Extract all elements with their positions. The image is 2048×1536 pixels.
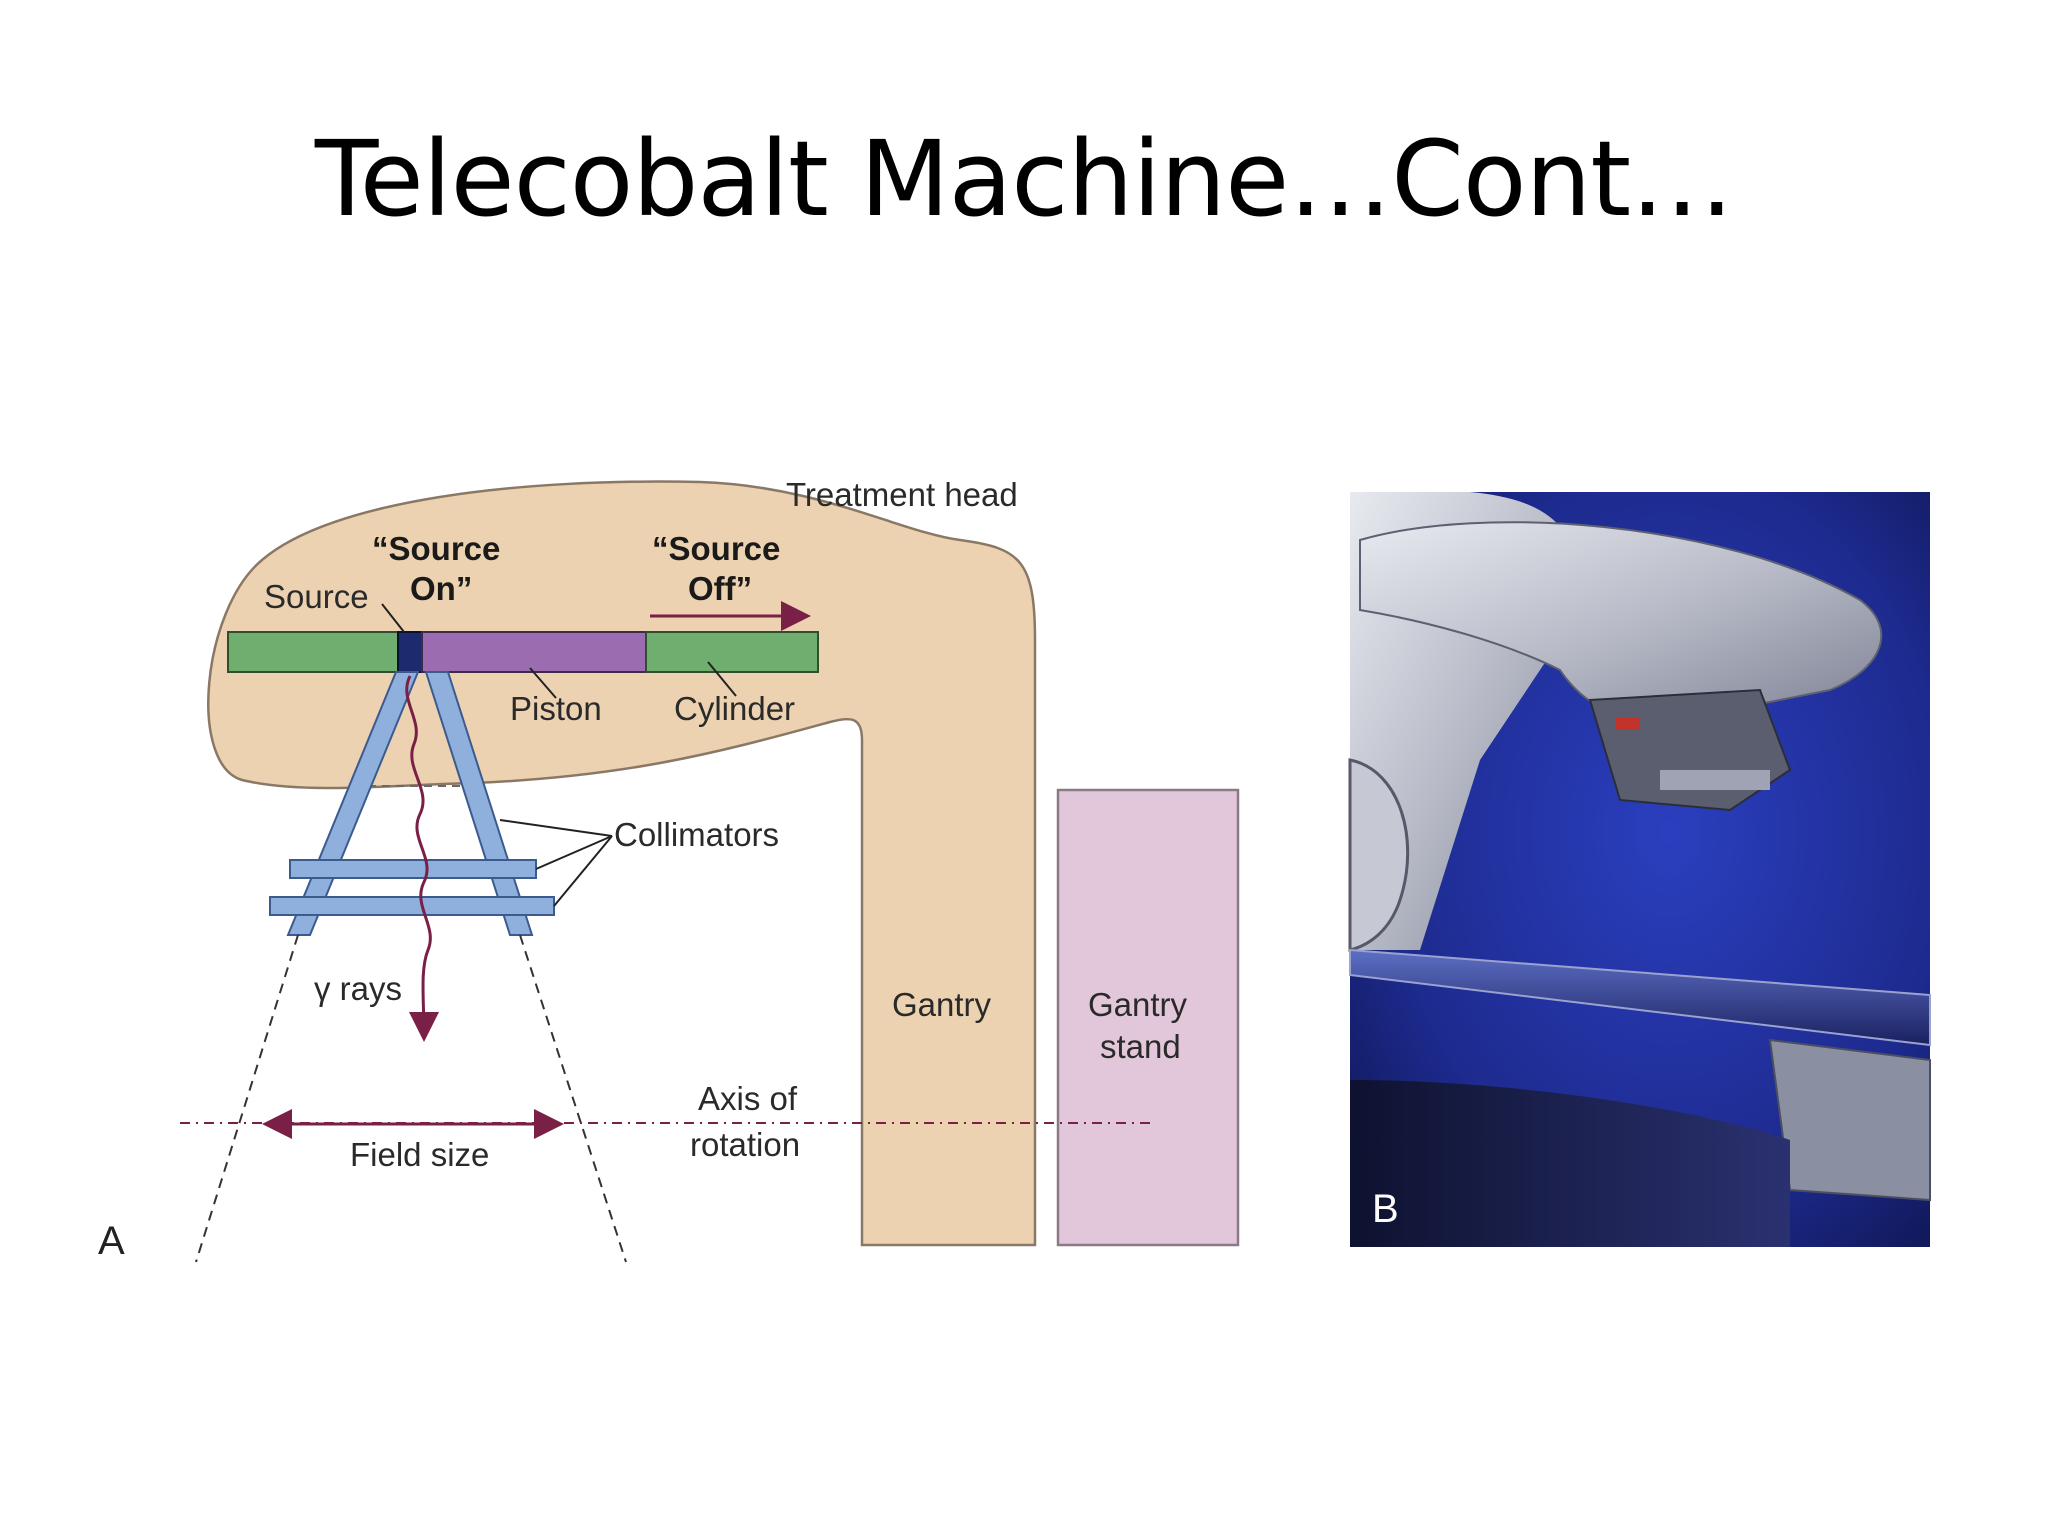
collimator-lower-plate [269, 896, 555, 916]
photo-collimator-jaw [1660, 770, 1770, 790]
field-size-label: Field size [350, 1136, 489, 1173]
beam-edge-left [195, 934, 299, 1263]
source-off-label-line1: “Source [652, 530, 780, 567]
gantry-label: Gantry [892, 986, 992, 1023]
collimator-upper-plate [289, 859, 537, 879]
collimators-leader-1 [499, 819, 613, 837]
source-off-label-line2: Off” [688, 570, 752, 607]
photo-floor [1350, 1080, 1790, 1247]
piston-leader [529, 667, 557, 699]
slide-title: Telecobalt Machine…Cont… [314, 118, 1734, 240]
gamma-rays-label: γ rays [314, 970, 402, 1007]
schematic-panel-a: Treatment head “Source On” “Source Off” … [98, 476, 1240, 1263]
photo-couch-top [1349, 948, 1931, 1047]
collimators-leader-3 [553, 835, 613, 907]
photo-couch-end [1768, 1038, 1931, 1202]
photo-head-housing [1359, 521, 1883, 723]
collimators-leader-2 [535, 835, 613, 870]
cylinder-left [227, 631, 399, 673]
photo-gantry-wheel [1348, 758, 1410, 952]
gantry-stand-label-line1: Gantry [1088, 986, 1188, 1023]
source-label: Source [264, 578, 369, 615]
axis-of-rotation-label-line2: rotation [690, 1126, 800, 1163]
treatment-head-label: Treatment head [786, 476, 1018, 513]
cylinder-label: Cylinder [674, 690, 795, 727]
photo-red-mark [1616, 718, 1640, 730]
source-block [397, 631, 423, 673]
source-on-label-line1: “Source [372, 530, 500, 567]
source-leader [381, 603, 405, 633]
beam-edge-right [519, 934, 627, 1263]
collimators-label: Collimators [614, 816, 779, 853]
axis-of-rotation-label-line1: Axis of [698, 1080, 798, 1117]
piston-bar [421, 631, 647, 673]
gantry-stand [1056, 788, 1240, 1247]
source-on-label-line2: On” [410, 570, 472, 607]
gamma-ray-arrow [405, 675, 439, 1042]
cylinder-right [645, 631, 819, 673]
piston-label: Piston [510, 690, 602, 727]
panel-b-label: B [1372, 1187, 1399, 1231]
gantry-stand-label-line2: stand [1100, 1028, 1181, 1065]
panel-a-label: A [98, 1219, 125, 1263]
cylinder-leader [707, 661, 737, 697]
machine-photo-panel-b: B [1348, 492, 1931, 1247]
